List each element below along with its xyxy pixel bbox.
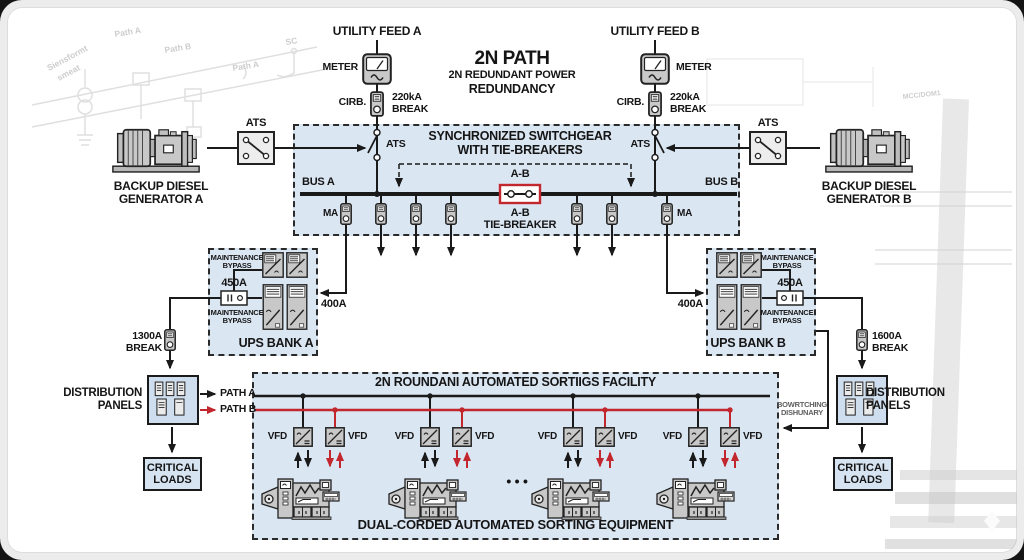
cirb-a-label: CIRB.	[338, 96, 367, 108]
ups-a-bypass-top-label: MAINTENANCE BYPASS	[210, 253, 264, 271]
tie-breaker-label: A-B TIE-BREAKER	[468, 207, 572, 232]
vfd-label: VFD	[348, 431, 368, 442]
switchgear-title-1: SYNCHRONIZED SWITCHGEAR	[428, 129, 612, 143]
tie-breaker-top-label: A-B	[510, 168, 530, 180]
ma-right-label: MA	[677, 208, 693, 219]
generator-b-label: BACKUP DIESEL GENERATOR B	[821, 179, 917, 207]
switchgear-title: SYNCHRONIZED SWITCHGEAR WITH TIE-BREAKER…	[380, 129, 660, 157]
ups-b-450-label: 450A	[777, 277, 803, 289]
wm-path-b: Path B	[164, 41, 192, 55]
diagram-title: 2N PATH 2N REDUNDANT POWER REDUNDANCY	[422, 48, 602, 96]
vfd-label: VFD	[267, 431, 288, 442]
bypass-note-label: BOWRTCHING DISHUNARY	[777, 400, 827, 418]
facility-title: 2N ROUNDANI AUTOMATED SORTIIGS FACILITY	[375, 375, 656, 389]
utility-feed-a-label: UTILITY FEED A	[332, 24, 422, 38]
tie-breaker-label-2: TIE-BREAKER	[483, 219, 557, 232]
path-a-label: PATH A	[220, 387, 256, 399]
vfd-label: VFD	[475, 431, 495, 442]
ups-b-bypass-top-label: MAINTENANCE BYPASS	[760, 253, 814, 271]
bus-a-label: BUS A	[302, 176, 335, 188]
sorting-facility-box	[252, 372, 779, 540]
background-watermark: Path A Path B Path A SC Siensformt smeat…	[31, 25, 1017, 549]
ups-a-name-label: UPS BANK A	[238, 336, 314, 350]
break-1600a-label: 1600A BREAK	[872, 330, 909, 354]
path-b-label: PATH B	[220, 403, 257, 415]
vfd-label: VFD	[662, 431, 683, 442]
switchgear-ats-a-label: ATS	[386, 138, 406, 150]
distribution-panels-left-label: DISTRIBUTION PANELS	[63, 387, 142, 412]
title-sub2: REDUNDANCY	[468, 81, 556, 96]
distribution-panel-left-box	[147, 375, 199, 425]
break-220ka-b-label: 220kA BREAK	[670, 91, 707, 115]
wm-path-a2: Path A	[232, 59, 260, 73]
ats-a-label: ATS	[245, 117, 267, 129]
equipment-label: DUAL-CORDED AUTOMATED SORTING EQUIPMENT	[357, 517, 674, 532]
utility-feed-b-label: UTILITY FEED B	[610, 24, 700, 38]
generator-a-label: BACKUP DIESEL GENERATOR A	[113, 179, 209, 207]
ups-a-bypass-bottom-label: MAINTENANCE BYPASS	[210, 308, 264, 326]
wm-mcc: MCC/DOM1	[902, 90, 941, 101]
break-220ka-a-label: 220kA BREAK	[392, 91, 429, 115]
wm-right-pillar	[885, 98, 1017, 549]
ups-b-400-label: 400A	[677, 298, 704, 310]
tie-breaker-label-1: A-B	[510, 207, 530, 219]
wm-path-a: Path A	[114, 25, 142, 39]
wm-sc: SC	[285, 35, 298, 47]
ups-b-bypass-bottom-label: MAINTENANCE BYPASS	[760, 308, 814, 326]
distribution-panels-right-label: DISTRIBUTION PANELS	[866, 387, 945, 412]
break-1300a-label: 1300A BREAK	[125, 330, 162, 354]
ups-b-name-label: UPS BANK B	[710, 336, 786, 350]
vfd-label: VFD	[618, 431, 638, 442]
meter-a-label: METER	[322, 61, 359, 73]
vfd-label: VFD	[537, 431, 558, 442]
cirb-b-label: CIRB.	[616, 96, 645, 108]
meter-b-label: METER	[676, 61, 712, 73]
bus-b-label: BUS B	[705, 176, 738, 188]
switchgear-title-2: WITH TIE-BREAKERS	[457, 143, 583, 157]
critical-loads-right-box: CRITICAL LOADS	[833, 457, 893, 491]
ellipsis-dots: • • •	[506, 473, 528, 489]
title-sub1: 2N REDUNDANT POWER	[448, 69, 576, 82]
critical-loads-left-box: CRITICAL LOADS	[143, 457, 202, 491]
ma-left-label: MA	[322, 208, 338, 219]
vfd-label: VFD	[743, 431, 763, 442]
ups-a-450-label: 450A	[221, 277, 247, 289]
switchgear-ats-b-label: ATS	[630, 138, 651, 150]
ats-b-label: ATS	[757, 117, 779, 129]
vfd-label: VFD	[394, 431, 415, 442]
title-main: 2N PATH	[474, 48, 550, 69]
diagram-card: Path A Path B Path A SC Siensformt smeat…	[7, 7, 1017, 553]
ups-a-400-label: 400A	[321, 298, 347, 310]
